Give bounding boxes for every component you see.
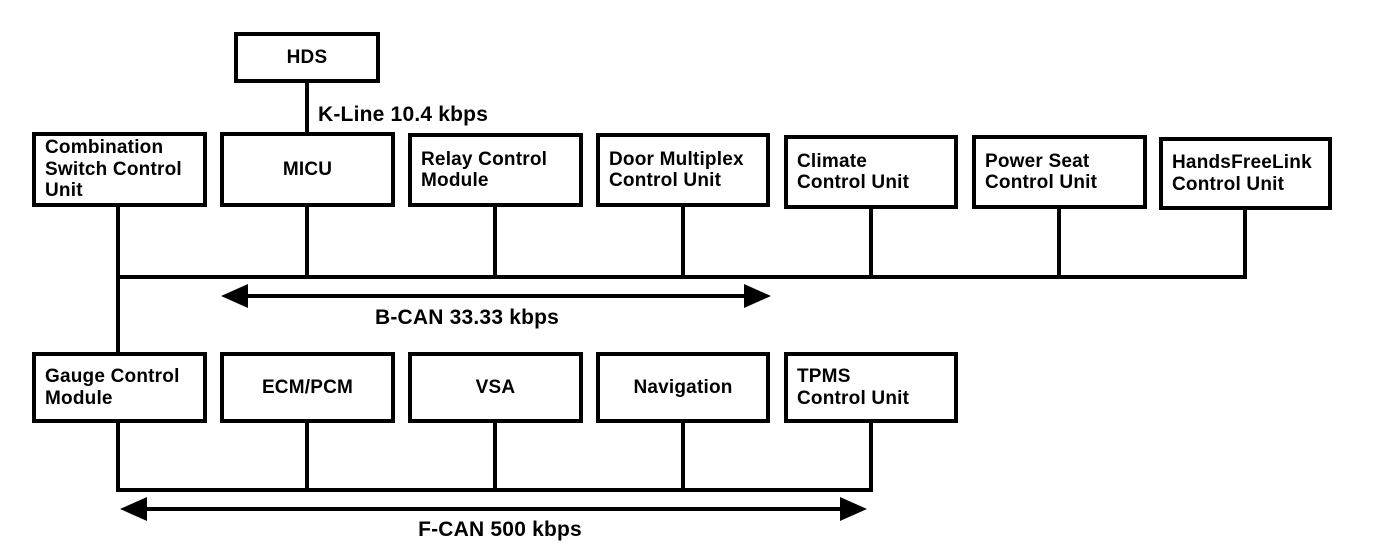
node-hds: HDS xyxy=(234,32,380,83)
b-can-bus-line xyxy=(116,275,1247,279)
power-seat-bcan-connector-line xyxy=(1057,207,1061,279)
tpms-fcan-connector-line xyxy=(869,421,873,492)
node-tpms-label: TPMS Control Unit xyxy=(797,366,910,409)
node-ecm-pcm: ECM/PCM xyxy=(220,352,395,423)
node-vsa-label: VSA xyxy=(475,376,516,398)
ecm-pcm-fcan-connector-line xyxy=(305,421,309,492)
node-door-label: Door Multiplex Control Unit xyxy=(609,148,744,192)
node-tpms-control-unit: TPMS Control Unit xyxy=(784,352,958,423)
node-relay-control-module: Relay Control Module xyxy=(408,133,583,207)
f-can-arrow-shaft xyxy=(145,507,842,511)
f-can-bus-line xyxy=(116,488,873,492)
b-can-label: B-CAN 33.33 kbps xyxy=(374,306,560,329)
node-gauge-control-module: Gauge Control Module xyxy=(32,352,207,423)
node-relay-label: Relay Control Module xyxy=(421,148,548,192)
node-climate-control-unit: Climate Control Unit xyxy=(784,135,958,209)
climate-bcan-connector-line xyxy=(869,207,873,279)
node-hds-label: HDS xyxy=(286,46,328,68)
door-bcan-connector-line xyxy=(681,205,685,279)
node-micu: MICU xyxy=(220,132,395,207)
f-can-arrow-left-head xyxy=(120,497,147,521)
node-door-multiplex-control-unit: Door Multiplex Control Unit xyxy=(596,133,770,207)
k-line-label: K-Line 10.4 kbps xyxy=(318,103,489,126)
node-power-seat-control-unit: Power Seat Control Unit xyxy=(972,135,1147,209)
node-climate-label: Climate Control Unit xyxy=(797,150,910,194)
handsfreelink-bcan-connector-line xyxy=(1243,208,1247,279)
b-can-arrow-right-head xyxy=(744,284,771,308)
node-navigation: Navigation xyxy=(596,352,770,423)
relay-bcan-connector-line xyxy=(493,205,497,279)
node-power-seat-label: Power Seat Control Unit xyxy=(985,150,1098,194)
node-micu-label: MICU xyxy=(282,158,333,180)
node-handsfreelink-label: HandsFreeLink Control Unit xyxy=(1172,152,1312,195)
node-handsfreelink-control-unit: HandsFreeLink Control Unit xyxy=(1159,137,1332,210)
node-ecm-pcm-label: ECM/PCM xyxy=(261,376,354,398)
b-can-arrow-left-head xyxy=(221,284,248,308)
navigation-fcan-connector-line xyxy=(681,421,685,492)
hds-to-micu-connector-line xyxy=(305,81,309,133)
f-can-arrow-right-head xyxy=(840,497,867,521)
vsa-fcan-connector-line xyxy=(493,421,497,492)
b-can-arrow-shaft xyxy=(246,294,746,298)
node-navigation-label: Navigation xyxy=(633,376,733,398)
node-combination-label: Combination Switch Control Unit xyxy=(45,137,182,202)
node-combination-switch-control-unit: Combination Switch Control Unit xyxy=(32,132,207,207)
f-can-label: F-CAN 500 kbps xyxy=(418,518,582,541)
gauge-fcan-connector-line xyxy=(116,421,120,492)
micu-bcan-connector-line xyxy=(305,205,309,279)
node-vsa: VSA xyxy=(408,352,583,423)
node-gauge-label: Gauge Control Module xyxy=(45,366,180,409)
